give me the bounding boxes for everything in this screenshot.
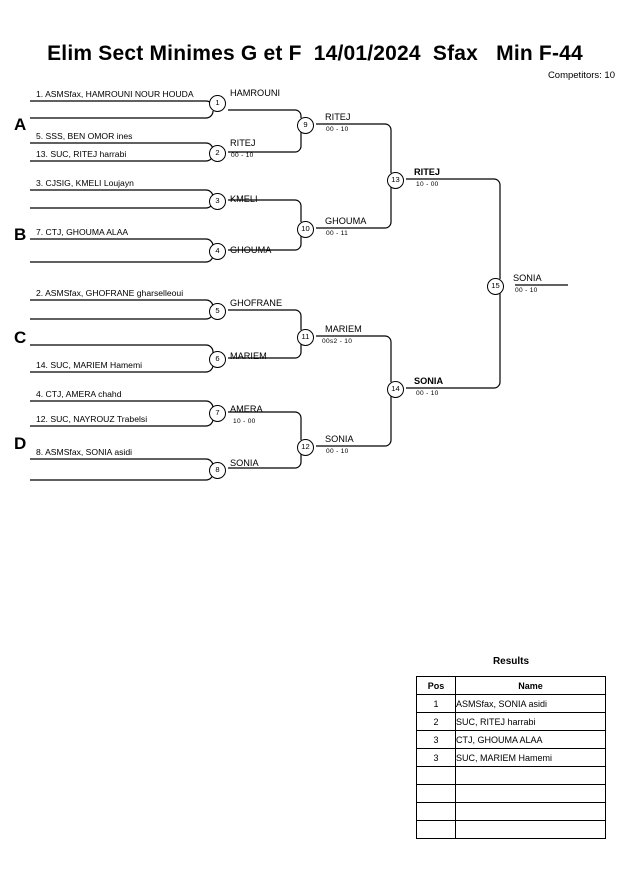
table-row: 3 SUC, MARIEM Hamemi	[416, 748, 606, 767]
table-row	[416, 766, 606, 785]
table-row	[416, 820, 606, 839]
match-winner-11: MARIEM	[325, 324, 362, 334]
result-name: SUC, RITEJ harrabi	[455, 712, 606, 731]
group-label-c: C	[14, 328, 27, 347]
match-score-11: 00s2 - 10	[322, 338, 353, 345]
match-number-1[interactable]: 1	[209, 95, 226, 112]
result-pos: 3	[416, 748, 456, 767]
results-col-pos: Pos	[416, 676, 456, 695]
match-winner-13: RITEJ	[414, 167, 441, 177]
entrant-label: 13. SUC, RITEJ harrabi	[36, 149, 127, 159]
result-pos	[416, 820, 456, 839]
match-winner-2: RITEJ	[230, 138, 256, 148]
group-label-d: D	[14, 434, 27, 453]
result-pos	[416, 784, 456, 803]
results-header-row: Pos Name	[416, 676, 606, 695]
table-row: 3 CTJ, GHOUMA ALAA	[416, 730, 606, 749]
result-name	[455, 784, 606, 803]
results-table: Pos Name 1 ASMSfax, SONIA asidi 2 SUC, R…	[416, 676, 606, 839]
match-winner-7: AMERA	[230, 404, 263, 414]
entrant-label: 2. ASMSfax, GHOFRANE gharselleoui	[36, 288, 184, 298]
entrant-label: 3. CJSIG, KMELI Loujayn	[36, 178, 134, 188]
match-number-14[interactable]: 14	[387, 381, 404, 398]
results-title: Results	[492, 656, 530, 667]
match-number-13[interactable]: 13	[387, 172, 404, 189]
match-winner-9: RITEJ	[325, 112, 351, 122]
match-number-9[interactable]: 9	[297, 117, 314, 134]
match-number-11[interactable]: 11	[297, 329, 314, 346]
match-winner-1: HAMROUNI	[230, 88, 281, 98]
entrant-label: 8. ASMSfax, SONIA asidi	[36, 447, 133, 457]
result-name: ASMSfax, SONIA asidi	[455, 694, 606, 713]
match-number-3[interactable]: 3	[209, 193, 226, 210]
match-winner-8: SONIA	[230, 458, 259, 468]
group-label-b: B	[14, 225, 27, 244]
match-number-15[interactable]: 15	[487, 278, 504, 295]
match-number-4[interactable]: 4	[209, 243, 226, 260]
result-name	[455, 802, 606, 821]
match-score-7: 10 - 00	[233, 418, 256, 425]
match-number-7[interactable]: 7	[209, 405, 226, 422]
table-row	[416, 784, 606, 803]
entrant-label: 7. CTJ, GHOUMA ALAA	[36, 227, 129, 237]
result-pos: 3	[416, 730, 456, 749]
page-title: Elim Sect Minimes G et F 14/01/2024 Sfax…	[47, 42, 583, 65]
match-number-6[interactable]: 6	[209, 351, 226, 368]
match-winner-3: KMELI	[230, 194, 258, 204]
match-winner-10: GHOUMA	[325, 216, 367, 226]
table-row: 1 ASMSfax, SONIA asidi	[416, 694, 606, 713]
result-pos	[416, 802, 456, 821]
entrant-label: 5. SSS, BEN OMOR ines	[36, 131, 133, 141]
result-pos: 1	[416, 694, 456, 713]
champion-name: SONIA	[513, 273, 542, 283]
match-winner-4: GHOUMA	[230, 245, 272, 255]
match-score-2: 00 - 10	[231, 152, 254, 159]
result-name: SUC, MARIEM Hamemi	[455, 748, 606, 767]
group-label-a: A	[14, 115, 27, 134]
match-score-12: 00 - 10	[326, 448, 349, 455]
results-col-name: Name	[455, 676, 606, 695]
table-row: 2 SUC, RITEJ harrabi	[416, 712, 606, 731]
match-number-10[interactable]: 10	[297, 221, 314, 238]
final-score: 00 - 10	[515, 287, 538, 294]
match-score-9: 00 - 10	[326, 126, 349, 133]
match-winner-6: MARIEM	[230, 351, 267, 361]
match-number-2[interactable]: 2	[209, 145, 226, 162]
match-score-14: 00 - 10	[416, 390, 439, 397]
match-score-10: 00 - 11	[326, 230, 349, 237]
competitors-count: Competitors: 10	[547, 70, 615, 81]
result-pos: 2	[416, 712, 456, 731]
match-number-12[interactable]: 12	[297, 439, 314, 456]
result-name	[455, 820, 606, 839]
table-row	[416, 802, 606, 821]
match-score-13: 10 - 00	[416, 181, 439, 188]
match-winner-14: SONIA	[414, 376, 444, 386]
result-name	[455, 766, 606, 785]
match-winner-5: GHOFRANE	[230, 298, 283, 308]
match-winner-12: SONIA	[325, 434, 354, 444]
match-number-8[interactable]: 8	[209, 462, 226, 479]
match-number-5[interactable]: 5	[209, 303, 226, 320]
result-name: CTJ, GHOUMA ALAA	[455, 730, 606, 749]
result-pos	[416, 766, 456, 785]
entrant-label: 1. ASMSfax, HAMROUNI NOUR HOUDA	[36, 89, 194, 99]
entrant-label: 4. CTJ, AMERA chahd	[36, 389, 122, 399]
entrant-label: 14. SUC, MARIEM Hamemi	[36, 360, 143, 370]
entrant-label: 12. SUC, NAYROUZ Trabelsi	[36, 414, 148, 424]
